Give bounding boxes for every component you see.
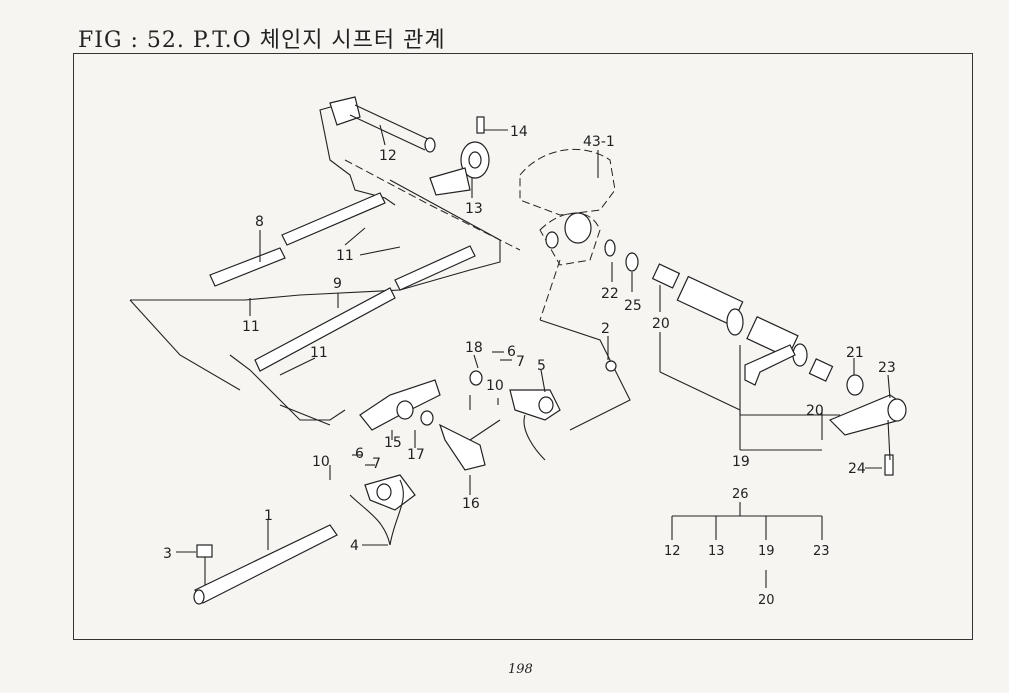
label-11-a: 11	[336, 248, 354, 264]
label-19: 19	[732, 454, 750, 470]
label-11-c: 11	[310, 345, 328, 361]
label-20-b: 20	[806, 403, 824, 419]
label-6-b: 6	[355, 446, 364, 462]
label-15: 15	[384, 435, 402, 451]
label-1: 1	[264, 508, 273, 524]
panel-outlines	[129, 99, 840, 431]
main-shaft-1	[193, 524, 338, 605]
shift-forks	[349, 360, 617, 546]
tree-child-23: 23	[813, 544, 830, 559]
shift-rod-8	[209, 192, 386, 287]
label-7-a: 7	[516, 354, 525, 370]
label-10-a: 10	[486, 378, 504, 394]
label-3: 3	[163, 546, 172, 562]
diagram-frame	[73, 53, 973, 640]
figure-title: FIG : 52. P.T.O 체인지 시프터 관계	[78, 28, 446, 53]
tree-child-12: 12	[664, 544, 681, 559]
label-4: 4	[350, 538, 359, 554]
label-14: 14	[510, 124, 528, 140]
assembly-tree: 26 12 13 19 23 20	[664, 487, 830, 608]
label-16: 16	[462, 496, 480, 512]
label-18: 18	[465, 340, 483, 356]
label-21: 21	[846, 345, 864, 361]
part-labels: 12 13 14 43-1 8 11 11 9 11 22 25 20 2 18…	[163, 124, 896, 562]
label-10-b: 10	[312, 454, 330, 470]
label-13: 13	[465, 201, 483, 217]
upper-shaft-assembly	[329, 96, 490, 196]
label-9: 9	[333, 276, 342, 292]
tree-sub-20: 20	[758, 593, 775, 608]
label-17: 17	[407, 447, 425, 463]
assembly-tree-lines	[671, 502, 823, 588]
label-11-b: 11	[242, 319, 260, 335]
label-5: 5	[537, 358, 546, 374]
housing-43-1	[519, 148, 616, 266]
label-25: 25	[624, 298, 642, 314]
shift-rod-9	[254, 245, 476, 372]
tree-child-13: 13	[708, 544, 725, 559]
roller-shaft-assembly	[604, 239, 907, 476]
label-22: 22	[601, 286, 619, 302]
tree-root-label: 26	[732, 487, 749, 502]
label-20-a: 20	[652, 316, 670, 332]
label-12: 12	[379, 148, 397, 164]
label-43-1: 43-1	[583, 134, 615, 150]
label-8: 8	[255, 214, 264, 230]
label-6-a: 6	[507, 344, 516, 360]
page-number: 198	[508, 662, 533, 677]
leader-lines	[176, 124, 891, 553]
label-23: 23	[878, 360, 896, 376]
label-24: 24	[848, 461, 866, 477]
label-2: 2	[601, 321, 610, 337]
tree-child-19: 19	[758, 544, 775, 559]
label-7-b: 7	[372, 456, 381, 472]
